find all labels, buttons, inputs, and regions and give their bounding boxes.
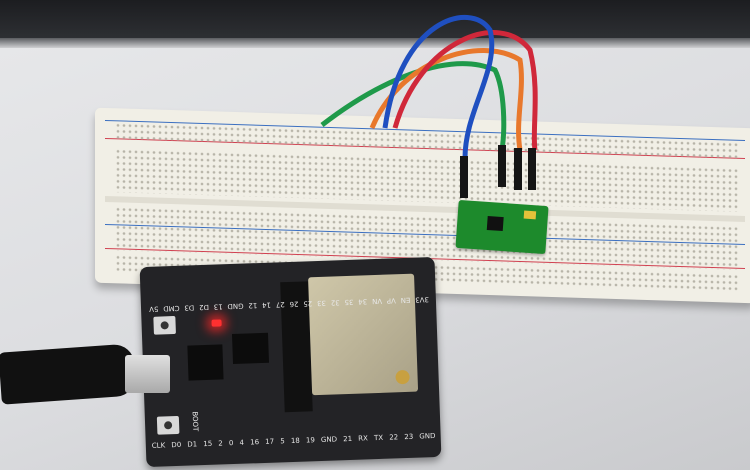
pin-label: 12 <box>248 301 258 310</box>
pin-label: 34 <box>358 297 368 306</box>
pin-label: TX <box>373 433 384 443</box>
usb-cable <box>0 343 137 405</box>
pin-label: 13 <box>213 302 223 311</box>
antenna-connector <box>395 369 410 385</box>
pin-label: 21 <box>343 434 353 444</box>
pin-label: D0 <box>171 440 182 450</box>
pin-label: 27 <box>275 300 285 309</box>
pin-label: 22 <box>389 433 399 442</box>
boot-label: BOOT <box>190 411 200 432</box>
wire-red <box>392 30 538 151</box>
wire-blue <box>382 14 495 159</box>
pin-label: 14 <box>261 300 272 309</box>
pin-label: VP <box>386 296 397 305</box>
power-led <box>211 319 222 327</box>
pin-label: 17 <box>265 437 275 446</box>
regulator <box>231 332 270 365</box>
pin-label: 0 <box>228 439 234 448</box>
laptop-base <box>0 0 750 40</box>
pin-label: 15 <box>203 439 213 449</box>
wire-green <box>320 61 507 151</box>
pin-label: 4 <box>239 438 245 447</box>
boot-button[interactable] <box>156 415 180 435</box>
pin-label: 5 <box>280 437 285 446</box>
wire-connector-blue <box>460 156 468 198</box>
wire-connector-red <box>528 148 536 190</box>
pin-label: 32 <box>330 298 340 307</box>
pin-label: 23 <box>404 432 414 442</box>
pin-label: CLK <box>151 441 166 450</box>
pin-label: D3 <box>184 303 195 312</box>
laptop-edge <box>0 38 750 48</box>
pin-label: EN <box>400 295 411 305</box>
en-button[interactable] <box>153 315 176 335</box>
pin-label: CMD <box>163 303 180 313</box>
micro-usb-connector <box>125 355 170 393</box>
esp32-board: BOOT 3V3 EN VP VN 34 35 32 33 25 26 27 1… <box>139 256 442 468</box>
wire-orange <box>369 48 524 151</box>
pin-label: 18 <box>290 436 300 446</box>
pin-label: 3V3 <box>415 295 430 304</box>
pin-label: 26 <box>289 299 299 308</box>
wire-connector-orange <box>514 148 522 190</box>
pin-label: 2 <box>218 439 223 448</box>
bottom-pin-labels: CLK D0 D1 15 2 0 4 16 17 5 18 19 GND 21 … <box>152 432 436 450</box>
pin-label: GND <box>320 435 338 444</box>
pin-label: GND <box>419 431 436 441</box>
pin-label: VN <box>371 296 383 306</box>
pin-label: RX <box>358 434 369 443</box>
pin-label: 19 <box>305 436 315 445</box>
pin-label: 5V <box>149 304 159 313</box>
usb-uart-chip <box>187 344 224 381</box>
pin-label: 25 <box>303 299 313 308</box>
pin-label: D1 <box>187 440 198 449</box>
esp32-wifi-module <box>308 273 419 396</box>
pin-label: 16 <box>250 438 260 447</box>
pin-label: D2 <box>198 302 210 312</box>
pin-label: 33 <box>316 298 327 308</box>
pin-label: GND <box>227 301 244 311</box>
wire-connector-green <box>498 145 506 187</box>
pin-label: 35 <box>344 297 354 307</box>
